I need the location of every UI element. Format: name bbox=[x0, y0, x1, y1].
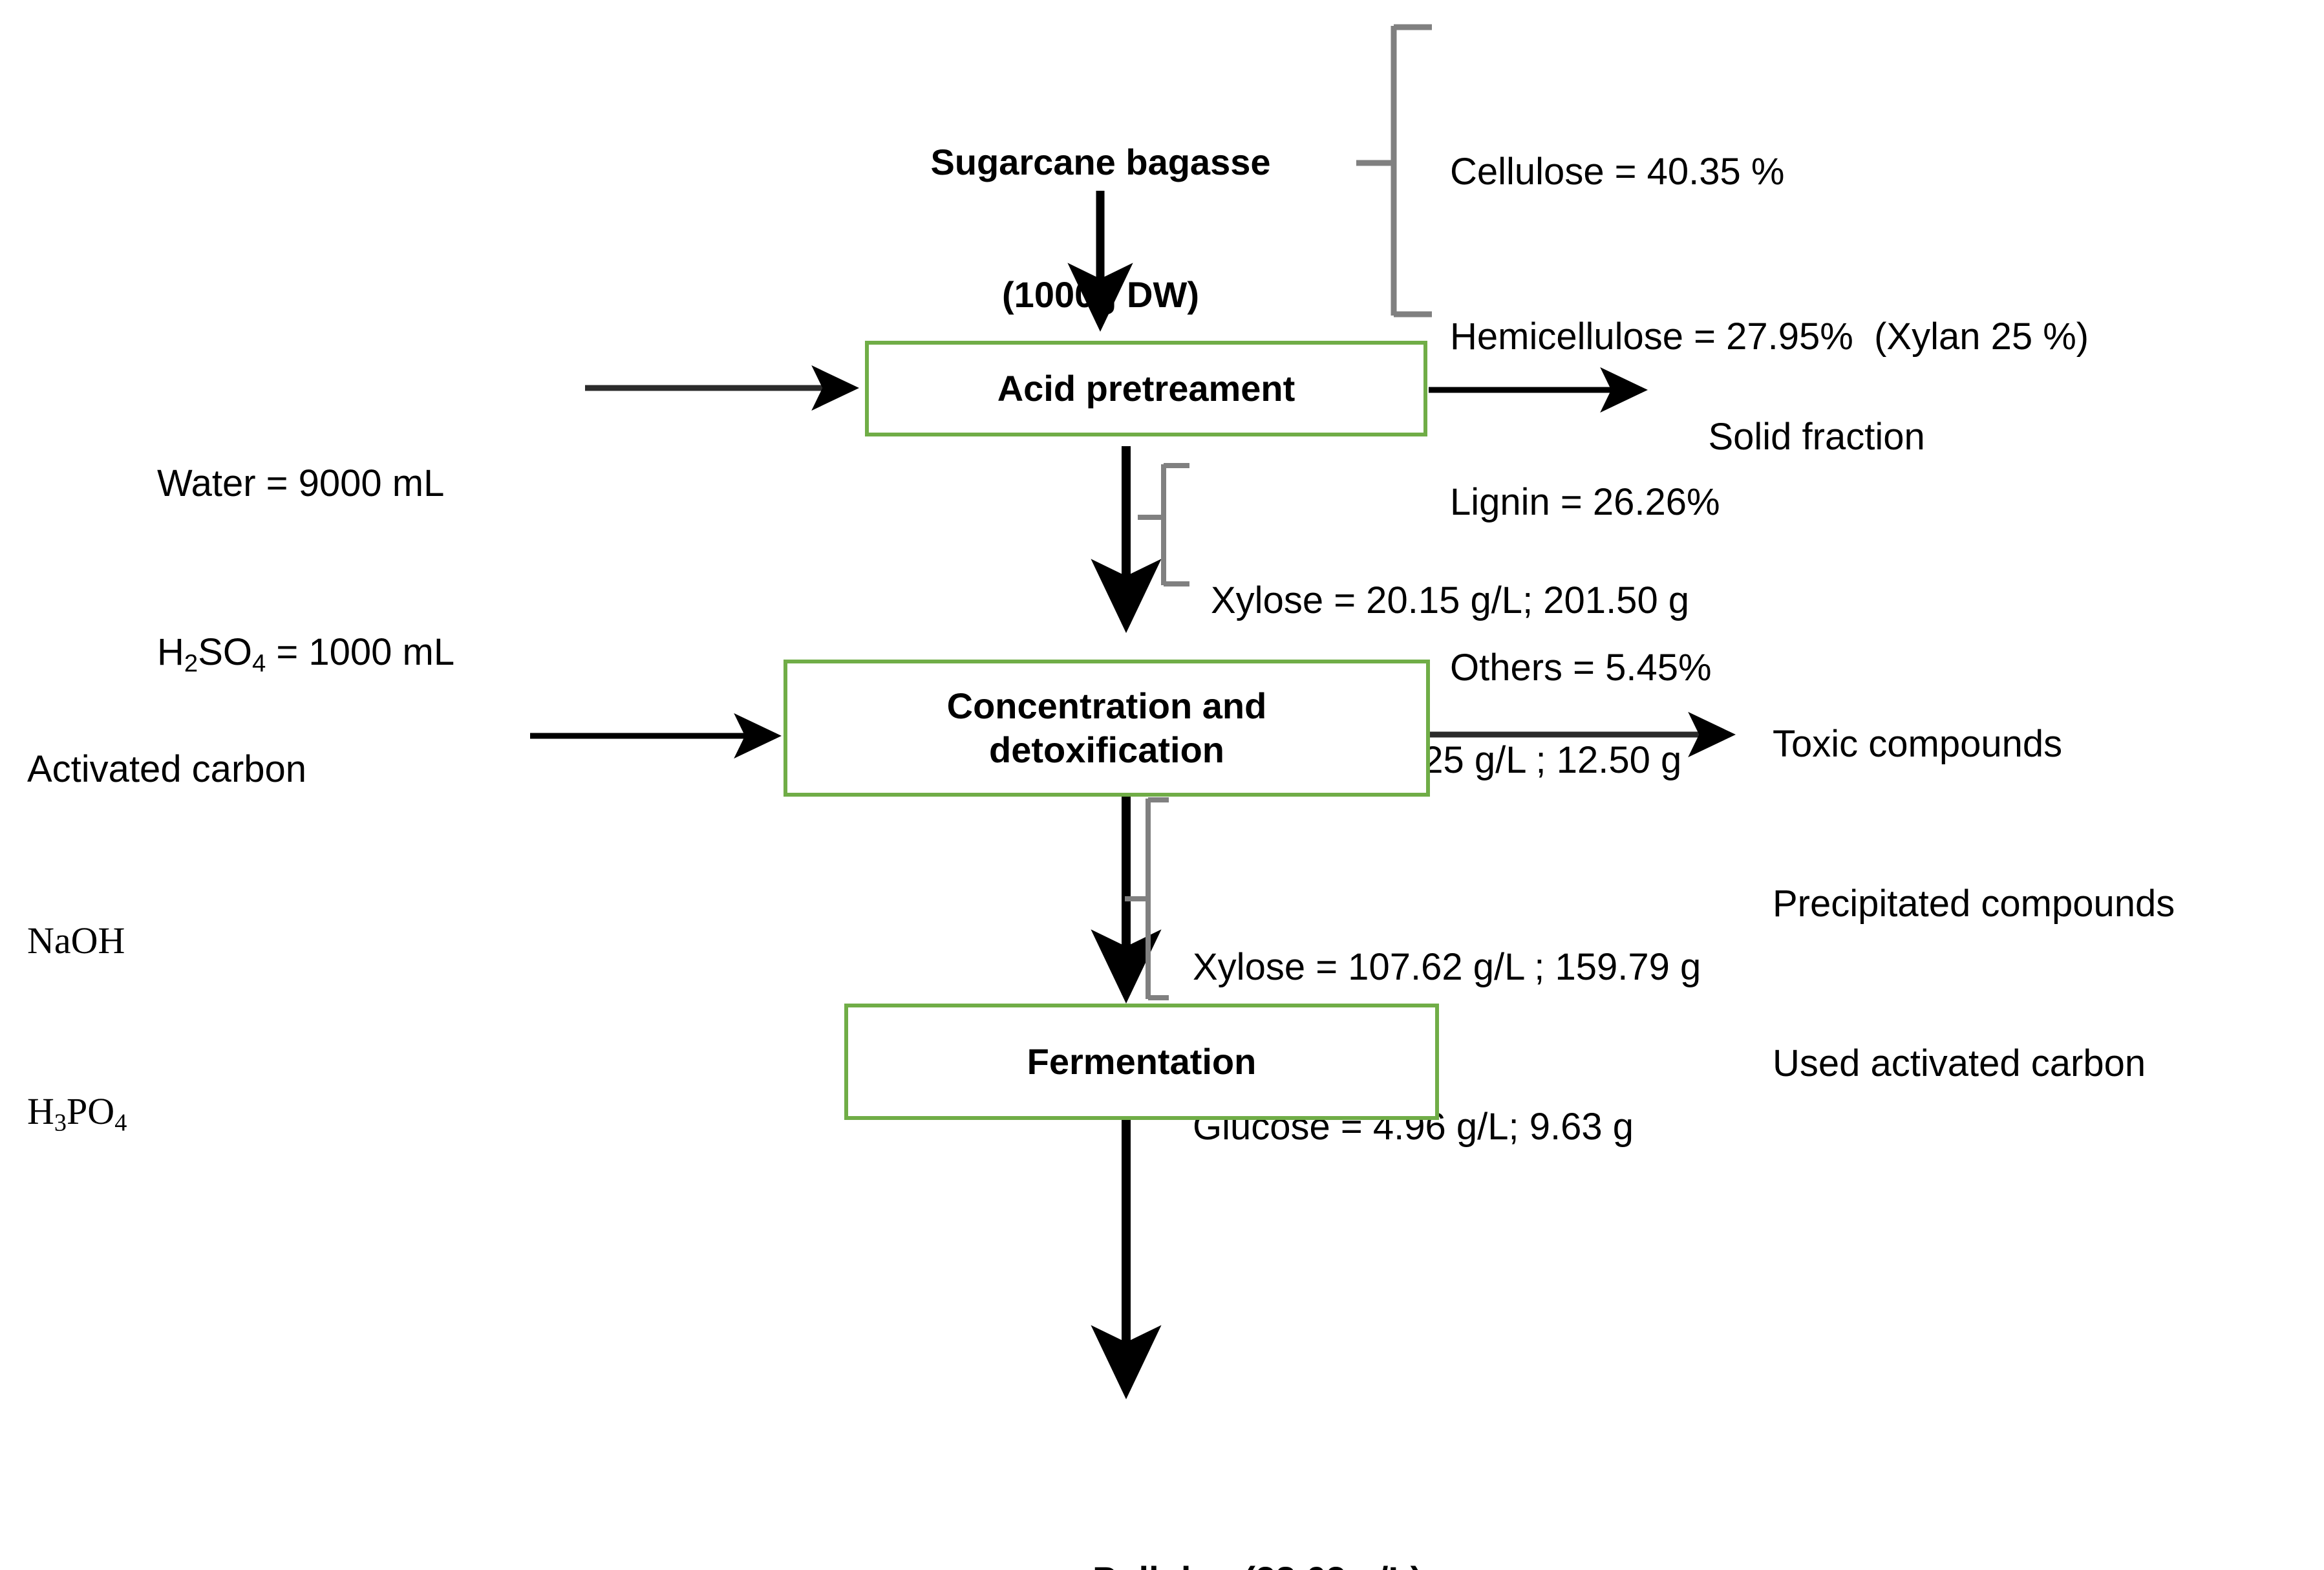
composition-list: Cellulose = 40.35 % Hemicellulose = 27.9… bbox=[1450, 34, 2089, 806]
output-product-line1: Pullulan (28.62 g/L) bbox=[1093, 1554, 1664, 1570]
output-solid-fraction: Solid fraction bbox=[1667, 369, 1925, 506]
acid-input-sulfuric-acid: H2SO4 = 1000 mL bbox=[157, 624, 454, 682]
acid-input-water: Water = 9000 mL bbox=[157, 462, 445, 504]
process-box-fermentation[interactable]: Fermentation bbox=[844, 1004, 1439, 1120]
process-box-detox-label-line2: detoxification bbox=[988, 729, 1225, 770]
process-box-detox-label-line1: Concentration and bbox=[946, 685, 1267, 726]
composition-item-hemicellulose: Hemicellulose = 27.95% (Xylan 25 %) bbox=[1450, 316, 2089, 358]
h3po4-h: H bbox=[27, 1090, 54, 1133]
stream-after-pretreatment-xylose: Xylose = 20.15 g/L; 201.50 g bbox=[1211, 579, 1690, 621]
output-used-activated-carbon: Used activated carbon bbox=[1773, 1042, 2146, 1084]
composition-item-lignin: Lignin = 26.26% bbox=[1450, 481, 1720, 523]
h3po4-sub-4: 4 bbox=[114, 1109, 127, 1137]
h2so4-h: H bbox=[157, 631, 184, 673]
composition-item-cellulose: Cellulose = 40.35 % bbox=[1450, 150, 1785, 193]
process-box-concentration-detoxification[interactable]: Concentration and detoxification bbox=[784, 660, 1430, 797]
process-box-fermentation-label: Fermentation bbox=[1027, 1040, 1257, 1082]
output-solid-fraction-label: Solid fraction bbox=[1708, 415, 1925, 458]
h2so4-sub-2: 2 bbox=[184, 649, 198, 678]
process-box-acid-pretreatment-label: Acid pretreament bbox=[997, 367, 1295, 409]
process-box-acid-pretreatment[interactable]: Acid pretreament bbox=[865, 341, 1427, 436]
node-sugarcane-bagasse-line2: (1000g DW) bbox=[1002, 274, 1199, 315]
composition-item-others: Others = 5.45% bbox=[1450, 646, 1712, 689]
output-detox-waste: Toxic compounds Precipitated compounds U… bbox=[1773, 611, 2175, 1197]
composition-bracket bbox=[1356, 24, 1432, 317]
output-product: Pullulan (28.62 g/L) 42.18 g/Kg of sugar… bbox=[1093, 1450, 1664, 1570]
detox-input-phosphoric-acid: H3PO4 bbox=[27, 1083, 306, 1142]
node-sugarcane-bagasse: Sugarcane bagasse (1000g DW) bbox=[860, 52, 1341, 405]
detox-input-naoh: NaOH bbox=[27, 919, 125, 962]
h2so4-so: SO bbox=[198, 631, 252, 673]
acid-inputs: Water = 9000 mL H2SO4 = 1000 mL bbox=[157, 343, 454, 795]
node-sugarcane-bagasse-line1: Sugarcane bagasse bbox=[930, 141, 1271, 182]
h3po4-po: PO bbox=[67, 1090, 115, 1133]
detox-input-activated-carbon: Activated carbon bbox=[27, 748, 307, 791]
detox-inputs: Activated carbon NaOH H3PO4 bbox=[27, 627, 306, 1256]
output-toxic-compounds: Toxic compounds bbox=[1773, 722, 2063, 765]
stream-after-detox: Xylose = 107.62 g/L ; 159.79 g Glucose =… bbox=[1193, 834, 1701, 1260]
stream-after-detox-xylose: Xylose = 107.62 g/L ; 159.79 g bbox=[1193, 945, 1701, 988]
h2so4-amount: = 1000 mL bbox=[266, 631, 455, 673]
h2so4-sub-4: 4 bbox=[252, 649, 266, 678]
h3po4-sub-3: 3 bbox=[54, 1109, 67, 1137]
stream1-bracket bbox=[1138, 463, 1189, 586]
output-precipitated-compounds: Precipitated compounds bbox=[1773, 882, 2175, 925]
stream2-bracket bbox=[1125, 797, 1169, 1000]
